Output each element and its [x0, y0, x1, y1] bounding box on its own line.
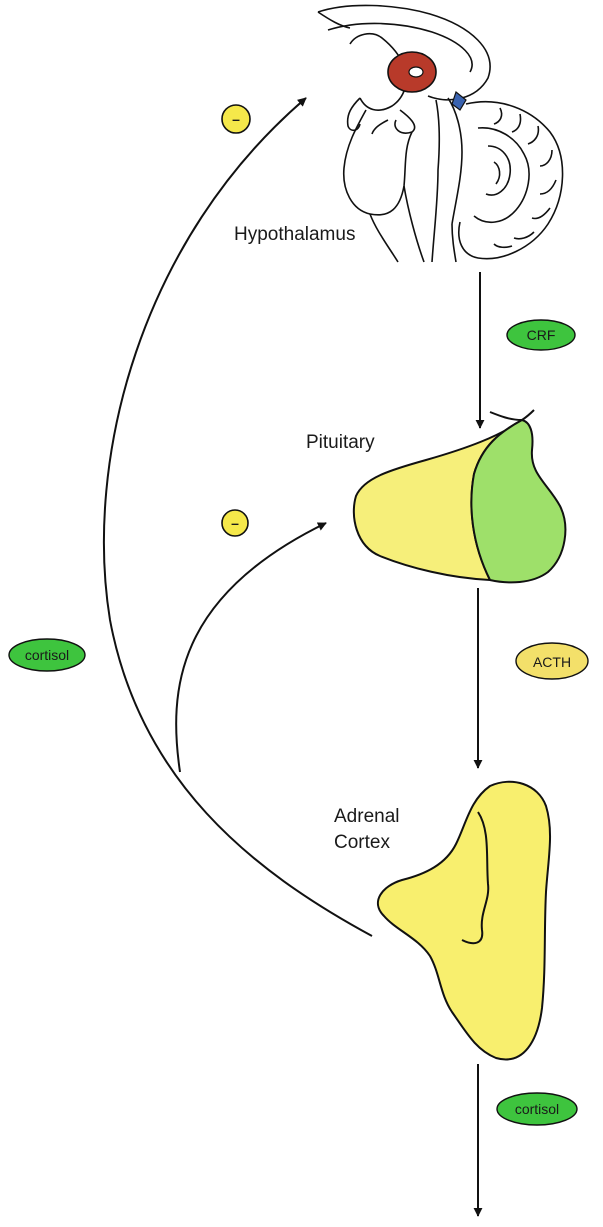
- adrenal-label-line1: Adrenal: [334, 806, 400, 827]
- minus-sign-icon: –: [231, 515, 239, 531]
- adrenal-gland: [378, 782, 550, 1060]
- minus-sign-icon: –: [232, 111, 240, 127]
- cortisol-output-label: cortisol: [515, 1101, 559, 1117]
- pituitary-stalk-marker: [452, 92, 466, 110]
- inhibition-marker-pituitary: –: [222, 510, 248, 536]
- cortisol-feedback-label: cortisol: [25, 647, 69, 663]
- crf-label: CRF: [527, 327, 556, 343]
- inhibition-marker-hypothalamus: –: [222, 105, 250, 133]
- cortisol-output-badge: cortisol: [497, 1093, 577, 1125]
- pituitary-gland: [354, 410, 566, 582]
- feedback-arrow-to-pituitary: [176, 523, 326, 772]
- adrenal-label-line2: Cortex: [334, 832, 390, 853]
- acth-badge: ACTH: [516, 643, 588, 679]
- acth-label: ACTH: [533, 654, 571, 670]
- hypothalamus-label: Hypothalamus: [234, 224, 355, 245]
- crf-badge: CRF: [507, 320, 575, 350]
- cortisol-feedback-badge: cortisol: [9, 639, 85, 671]
- pituitary-label: Pituitary: [306, 432, 375, 453]
